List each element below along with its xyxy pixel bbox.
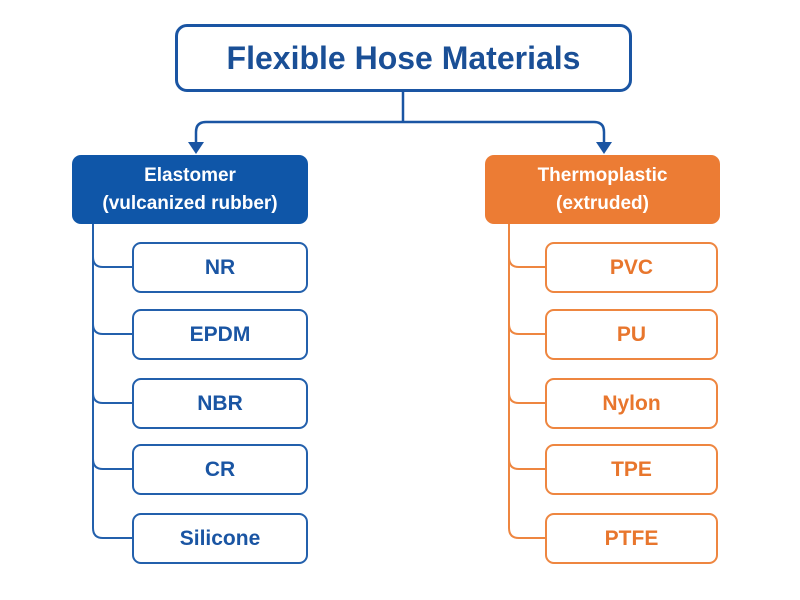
- material-pu: PU: [545, 309, 718, 360]
- diagram-title: Flexible Hose Materials: [175, 24, 632, 92]
- category-thermoplastic-label: Thermoplastic: [537, 164, 668, 186]
- thermoplastic-bracket: [508, 224, 545, 539]
- material-nbr: NBR: [132, 378, 308, 429]
- arrowhead-right: [596, 142, 612, 154]
- category-thermoplastic-sublabel: (extruded): [556, 192, 649, 214]
- material-epdm: EPDM: [132, 309, 308, 360]
- root-connector: [194, 92, 606, 145]
- material-nylon: Nylon: [545, 378, 718, 429]
- material-cr: CR: [132, 444, 308, 495]
- material-tpe: TPE: [545, 444, 718, 495]
- category-elastomer-label: Elastomer: [144, 164, 236, 186]
- material-ptfe: PTFE: [545, 513, 718, 564]
- category-elastomer-sublabel: (vulcanized rubber): [102, 192, 278, 214]
- category-thermoplastic: Thermoplastic (extruded): [485, 155, 720, 224]
- material-nr: NR: [132, 242, 308, 293]
- arrowhead-left: [188, 142, 204, 154]
- material-pvc: PVC: [545, 242, 718, 293]
- material-silicone: Silicone: [132, 513, 308, 564]
- elastomer-bracket: [92, 224, 132, 539]
- category-elastomer: Elastomer (vulcanized rubber): [72, 155, 308, 224]
